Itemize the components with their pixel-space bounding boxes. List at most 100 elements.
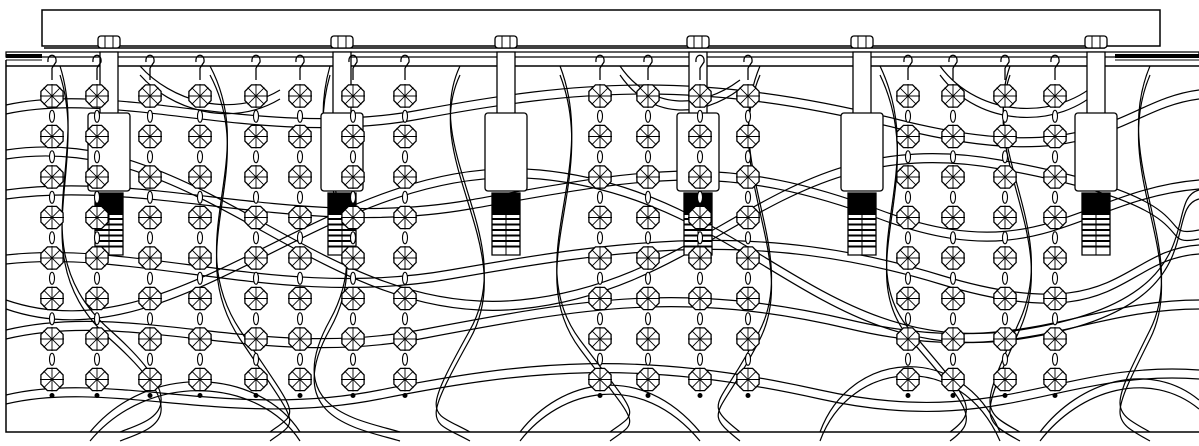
canopy-plate (42, 10, 1160, 46)
swirl-curve (1040, 379, 1199, 432)
crystal (244, 165, 268, 189)
crystal (688, 368, 712, 392)
crystal (636, 327, 660, 351)
crystal (636, 287, 660, 311)
crystal (636, 246, 660, 270)
crystal (896, 206, 920, 230)
crystal (138, 368, 162, 392)
strand-hook (196, 55, 204, 68)
crystal (688, 84, 712, 108)
swirl-curve (880, 75, 966, 441)
strand-hook (949, 55, 957, 68)
crystal (896, 165, 920, 189)
swirl-curve (1040, 388, 1199, 441)
crystal (85, 327, 109, 351)
crystal (993, 287, 1017, 311)
swirl-curve (436, 75, 484, 441)
strand-hook (93, 55, 101, 68)
crystal (393, 206, 417, 230)
strand-hook (1001, 55, 1009, 68)
strand-hook (596, 55, 604, 68)
crystal (40, 125, 64, 149)
crystal (1043, 327, 1067, 351)
crystal (993, 206, 1017, 230)
crystal (85, 165, 109, 189)
crystal-strand (138, 55, 162, 398)
crystal (1043, 125, 1067, 149)
crystal (188, 125, 212, 149)
crystal (636, 368, 660, 392)
crystal (244, 125, 268, 149)
crystal (188, 165, 212, 189)
swirl-curve (6, 169, 1199, 334)
bulb (1082, 193, 1110, 255)
crystal (736, 246, 760, 270)
bulb (492, 193, 520, 255)
crystal (393, 84, 417, 108)
swirl-curve (520, 394, 700, 441)
crystal-strand (941, 55, 965, 398)
right-end-bracket (1115, 54, 1199, 60)
strand-hook (48, 55, 56, 68)
swirl-curve (6, 249, 1199, 303)
crystal (40, 287, 64, 311)
crystal (138, 246, 162, 270)
crystal (736, 287, 760, 311)
crystal (688, 206, 712, 230)
strand-hook (1051, 55, 1059, 68)
crystal (736, 84, 760, 108)
crystal (896, 368, 920, 392)
lamp-holder (841, 36, 883, 255)
crystal (288, 84, 312, 108)
crystal (736, 368, 760, 392)
crystal (941, 287, 965, 311)
swirl-curve (436, 66, 484, 432)
strand-hook (146, 55, 154, 68)
strand-hook (644, 55, 652, 68)
swirl-curve (6, 240, 1199, 294)
strand-hook (401, 55, 409, 68)
crystal (244, 287, 268, 311)
swirl-curve (60, 75, 161, 441)
bulb (848, 193, 876, 255)
crystal (941, 246, 965, 270)
strand-hook (744, 55, 752, 68)
crystal (688, 287, 712, 311)
crystal (244, 206, 268, 230)
crystal (588, 246, 612, 270)
strand-hook (904, 55, 912, 68)
crystal-strand (188, 55, 212, 398)
crystal (188, 287, 212, 311)
crystal (588, 206, 612, 230)
crystal-strands (40, 55, 1067, 398)
crystal-strand (341, 55, 365, 398)
crystal (588, 287, 612, 311)
crystal (736, 327, 760, 351)
swirl-curve (820, 367, 1000, 432)
crystal (288, 368, 312, 392)
crystal (188, 368, 212, 392)
crystal-strand (244, 55, 268, 398)
crystal (341, 246, 365, 270)
crystal-strand (588, 55, 612, 398)
crystal (40, 327, 64, 351)
crystal (393, 246, 417, 270)
crystal (736, 165, 760, 189)
backdrop-panel (6, 60, 1199, 432)
crystal (896, 125, 920, 149)
crystal (896, 327, 920, 351)
crystal (896, 84, 920, 108)
swirl-pattern (6, 66, 1199, 441)
crystal-strand (1043, 55, 1067, 398)
crystal (993, 327, 1017, 351)
crystal (993, 125, 1017, 149)
crystal (40, 368, 64, 392)
left-end-bracket (6, 54, 42, 60)
crystal (85, 125, 109, 149)
strand-hook (349, 55, 357, 68)
crystal-strand (896, 55, 920, 398)
crystal (40, 206, 64, 230)
crystal (993, 165, 1017, 189)
swirl-curve (1120, 75, 1162, 441)
